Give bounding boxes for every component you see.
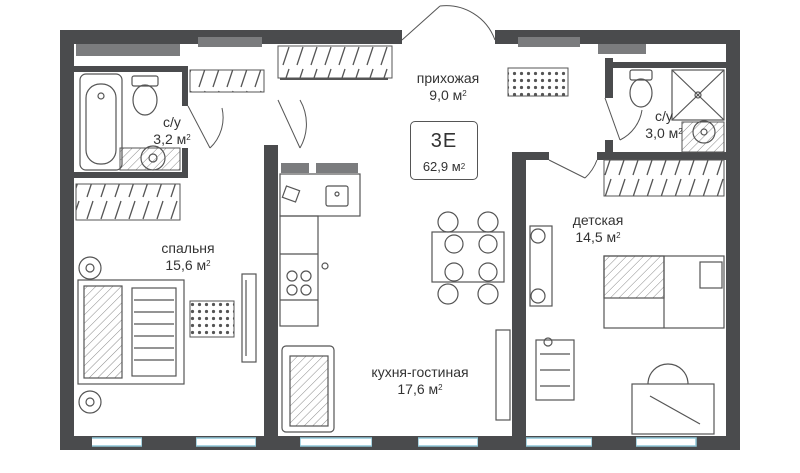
room-label-bath-right: с/у 3,0 м2: [645, 108, 682, 142]
room-area: 15,6 м2: [165, 257, 211, 273]
room-name: с/у: [655, 108, 673, 124]
room-name: спальня: [161, 240, 215, 256]
kids-room-furniture: [529, 225, 725, 435]
wardrobes: [75, 45, 725, 221]
room-area: 3,2 м2: [153, 131, 191, 147]
room-name: прихожая: [416, 70, 480, 86]
room-area: 17,6 м2: [397, 381, 443, 397]
hallway-items: [189, 67, 569, 338]
window-blocks: [76, 37, 646, 173]
room-name: детская: [572, 212, 624, 228]
room-label-kitchen-living: кухня-гостиная 17,6 м2: [371, 364, 468, 398]
room-label-bath-left: с/у 3,2 м2: [153, 114, 190, 148]
doors: [187, 5, 643, 179]
room-label-kids: детская 14,5 м2: [573, 212, 624, 246]
apartment-badge: 3E 62,9 м2: [410, 121, 478, 180]
room-label-hallway: прихожая 9,0 м2: [417, 70, 479, 104]
hatch-infills: [119, 121, 725, 171]
room-label-bedroom: спальня 15,6 м2: [161, 240, 214, 274]
walls: [60, 30, 740, 450]
room-area: 14,5 м2: [575, 229, 621, 245]
left-bathroom-fixtures: [79, 73, 166, 171]
bottom-windows: [86, 436, 697, 450]
room-name: с/у: [163, 114, 181, 130]
apartment-code: 3E: [430, 130, 458, 152]
kitchen-furniture: [279, 173, 511, 433]
bedroom-furniture: [77, 256, 257, 414]
right-bathroom-fixtures: [629, 69, 725, 144]
apartment-total-area: 62,9 м2: [422, 159, 466, 174]
room-name: кухня-гостиная: [371, 364, 469, 380]
room-area: 9,0 м2: [429, 87, 467, 103]
room-area: 3,0 м2: [645, 125, 683, 141]
